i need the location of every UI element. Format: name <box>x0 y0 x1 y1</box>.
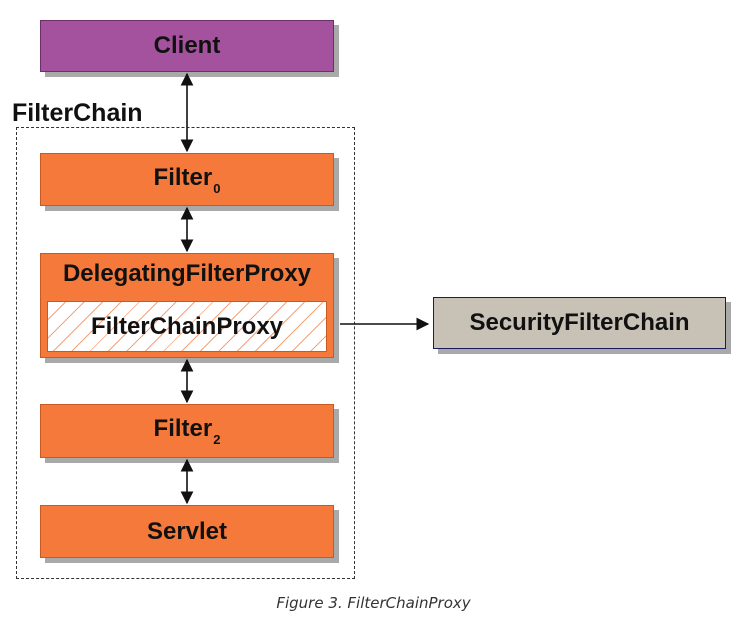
filter0-box: Filter0 <box>40 153 334 206</box>
client-label: Client <box>153 32 221 59</box>
filter-chain-proxy-box: FilterChainProxy <box>47 301 327 352</box>
filter-chain-proxy-label: FilterChainProxy <box>90 312 284 340</box>
client-box: Client <box>40 20 334 72</box>
filter0-label: Filter0 <box>153 163 221 196</box>
filter2-label: Filter2 <box>153 415 221 447</box>
filter2-subscript: 2 <box>213 432 221 447</box>
delegating-filter-proxy-label: DelegatingFilterProxy <box>62 260 312 287</box>
filter2-box: Filter2 <box>40 404 334 458</box>
security-filter-chain-label: SecurityFilterChain <box>469 309 690 336</box>
security-filter-chain-box: SecurityFilterChain <box>433 297 726 349</box>
figure-caption: Figure 3. FilterChainProxy <box>276 594 471 612</box>
delegating-filter-proxy-box: DelegatingFilterProxy FilterChainProxy <box>40 253 334 358</box>
servlet-box: Servlet <box>40 505 334 558</box>
servlet-label: Servlet <box>146 517 228 545</box>
filterchain-label: FilterChain <box>12 99 143 127</box>
filter0-subscript: 0 <box>213 180 221 196</box>
